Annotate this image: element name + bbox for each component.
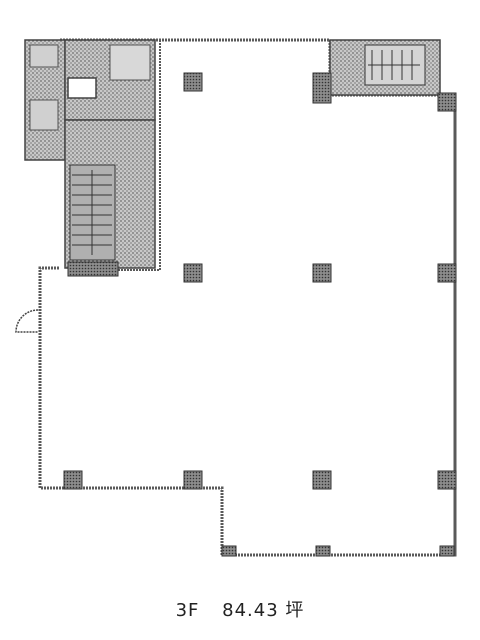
column (183, 263, 203, 283)
column (183, 72, 203, 92)
core-area (24, 39, 156, 277)
core-fixture (29, 99, 59, 131)
stair-treads (72, 170, 112, 255)
stair-top-right (329, 39, 441, 96)
column (312, 263, 332, 283)
entrance-door (15, 309, 39, 333)
column (312, 72, 332, 104)
core-fixture (109, 44, 151, 81)
floor-level: 3F (175, 600, 200, 621)
core-fixture (67, 77, 97, 99)
column (437, 92, 457, 112)
column (221, 545, 237, 557)
core-fixture (29, 44, 59, 68)
column-grid (63, 72, 457, 557)
core-entry (67, 261, 119, 277)
column (437, 470, 457, 490)
floor-caption: 3F 84.43 坪 (0, 596, 480, 622)
column (439, 545, 455, 557)
column (312, 470, 332, 490)
column (437, 263, 457, 283)
column (63, 470, 83, 490)
column (183, 470, 203, 490)
column (315, 545, 331, 557)
floor-plan (15, 38, 457, 557)
floor-area: 84.43 坪 (222, 600, 305, 621)
